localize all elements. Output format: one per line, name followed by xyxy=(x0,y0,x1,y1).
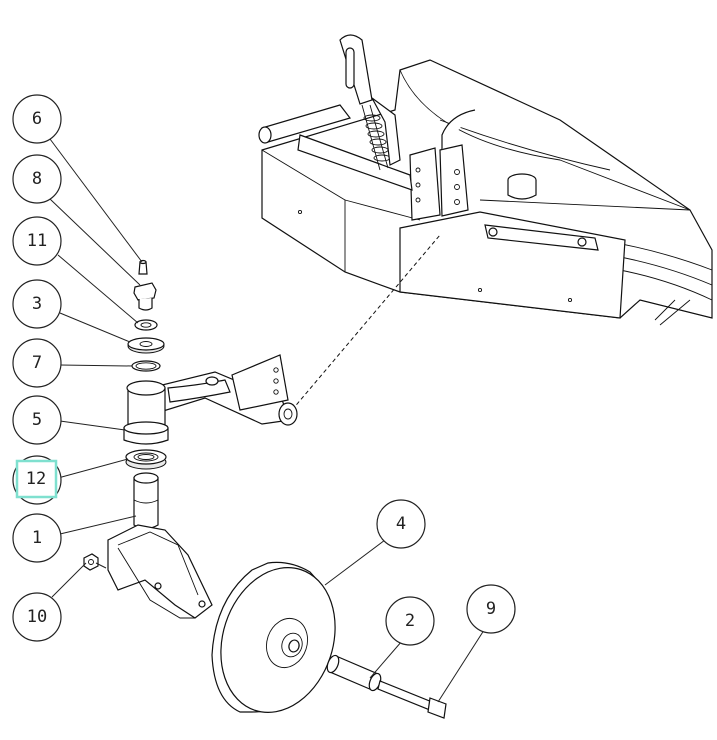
callout-2-label: 2 xyxy=(405,611,415,631)
callout-12-highlight xyxy=(15,459,58,499)
callout-3-label: 3 xyxy=(32,294,42,314)
callout-10-label: 10 xyxy=(27,607,47,627)
callout-11-label: 11 xyxy=(27,231,47,251)
callout-2: 2 xyxy=(385,596,435,646)
callout-7-label: 7 xyxy=(32,353,42,373)
callout-1-label: 1 xyxy=(32,528,42,548)
part-9-axle-bolt xyxy=(377,680,447,719)
part-11-lock-washer xyxy=(134,319,158,331)
mower-deck-assembly xyxy=(258,34,713,326)
callout-4: 4 xyxy=(376,499,426,549)
part-7-ring xyxy=(131,360,161,372)
callout-3: 3 xyxy=(12,279,62,329)
callout-5-label: 5 xyxy=(32,410,42,430)
part-10-nut xyxy=(83,553,99,571)
callout-8-label: 8 xyxy=(32,169,42,189)
part-8-bolt xyxy=(133,282,157,311)
part-12-bearing xyxy=(125,449,167,470)
callout-7: 7 xyxy=(12,338,62,388)
leader-lines xyxy=(49,138,487,703)
attachment-dashed-line xyxy=(291,234,441,411)
callout-1: 1 xyxy=(12,513,62,563)
part-1-caster-fork xyxy=(107,472,213,619)
callout-5: 5 xyxy=(12,395,62,445)
callout-8: 8 xyxy=(12,154,62,204)
part-3-flat-washer xyxy=(127,337,165,354)
part-2-bushing xyxy=(326,654,382,692)
part-4-wheel xyxy=(211,561,336,714)
callout-6: 6 xyxy=(12,94,62,144)
spring-coils xyxy=(363,114,391,162)
callout-6-label: 6 xyxy=(32,109,42,129)
callout-12-label: 12 xyxy=(26,469,46,489)
callout-9-label: 9 xyxy=(486,599,496,619)
part-5-pivot-housing xyxy=(123,354,298,445)
callout-10: 10 xyxy=(12,592,62,642)
part-6-grease-fitting xyxy=(138,259,148,275)
callout-11: 11 xyxy=(12,216,62,266)
callout-12: 12 xyxy=(12,455,62,505)
callout-9: 9 xyxy=(466,584,516,634)
callout-4-label: 4 xyxy=(396,514,406,534)
